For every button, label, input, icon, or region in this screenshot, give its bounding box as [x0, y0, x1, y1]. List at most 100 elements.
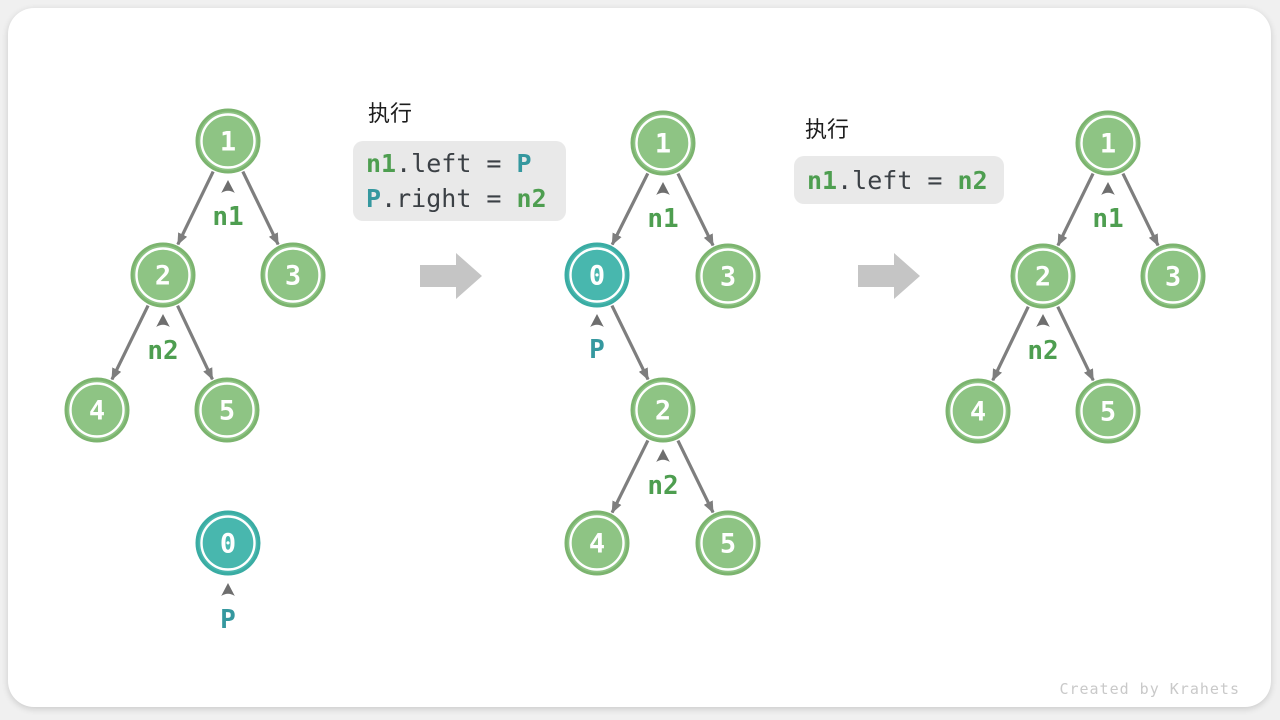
tree-node: 2: [630, 377, 696, 443]
node-ring: [569, 515, 625, 571]
tree-node: 3: [260, 242, 326, 308]
node-circle: [1075, 378, 1141, 444]
tree-edge: [676, 439, 715, 514]
node-circle: [695, 510, 761, 576]
node-value: 4: [970, 397, 986, 428]
pointer-caret-icon: [1101, 182, 1115, 195]
node-ring: [1080, 115, 1136, 171]
node-ring: [950, 383, 1006, 439]
pointer-caret-icon: [221, 583, 235, 596]
tree-node: 5: [1075, 378, 1141, 444]
node-circle: [1140, 243, 1206, 309]
node-circle: [1010, 243, 1076, 309]
node-value: 0: [589, 261, 605, 292]
flow-arrow-icon: [858, 253, 920, 299]
tree-node: 5: [194, 377, 260, 443]
node-value: 2: [1035, 262, 1051, 293]
pointer-caret-icon: [656, 182, 670, 195]
pointer-label: n1: [647, 204, 678, 234]
tree-node: 3: [1140, 243, 1206, 309]
node-ring: [635, 115, 691, 171]
tree-node: 4: [564, 510, 630, 576]
node-circle: [195, 510, 261, 576]
tree-node: 5: [695, 510, 761, 576]
node-value: 1: [1100, 129, 1116, 160]
tree-edge: [991, 305, 1030, 382]
tree-node: 4: [945, 378, 1011, 444]
node-circle: [195, 108, 261, 174]
node-ring: [135, 247, 191, 303]
pointer-label: n1: [1092, 204, 1123, 234]
node-value: 4: [589, 529, 605, 560]
node-value: 1: [655, 129, 671, 160]
node-ring: [265, 247, 321, 303]
node-ring: [700, 515, 756, 571]
node-value: 2: [155, 261, 171, 292]
tree-node: 0: [564, 242, 630, 308]
node-ring: [199, 382, 255, 438]
node-circle: [630, 377, 696, 443]
node-circle: [564, 242, 630, 308]
node-value: 1: [220, 127, 236, 158]
tree-edge: [610, 439, 650, 514]
watermark: Created by Krahets: [1059, 680, 1240, 698]
node-ring: [700, 248, 756, 304]
tree-node: 1: [1075, 110, 1141, 176]
pointer-caret-icon: [590, 314, 604, 327]
tree-edge: [1056, 172, 1095, 247]
tree-edge: [610, 304, 650, 381]
tree-edge: [176, 305, 214, 381]
pointer-caret-icon: [1036, 314, 1050, 327]
tree-node: 0: [195, 510, 261, 576]
tree-node: 1: [195, 108, 261, 174]
node-value: 3: [285, 261, 301, 292]
pointer-label: P: [220, 605, 236, 635]
node-circle: [260, 242, 326, 308]
node-value: 5: [1100, 397, 1116, 428]
pointer-caret-icon: [156, 314, 170, 327]
node-ring: [69, 382, 125, 438]
tree-edge: [110, 304, 150, 381]
tree-edge: [610, 172, 650, 246]
tree-edge: [1121, 172, 1160, 247]
node-value: 5: [219, 396, 235, 427]
tree-node: 2: [130, 242, 196, 308]
pointer-caret-icon: [656, 449, 670, 462]
node-circle: [130, 242, 196, 308]
node-circle: [564, 510, 630, 576]
node-value: 5: [720, 529, 736, 560]
tree-edge: [1056, 305, 1095, 382]
pointer-label: n2: [147, 336, 178, 366]
node-ring: [1080, 383, 1136, 439]
node-circle: [945, 378, 1011, 444]
node-value: 0: [220, 529, 236, 560]
node-ring: [200, 515, 256, 571]
pointer-label: n2: [1027, 336, 1058, 366]
node-circle: [64, 377, 130, 443]
flow-arrow-icon: [420, 253, 482, 299]
node-ring: [1145, 248, 1201, 304]
node-value: 2: [655, 396, 671, 427]
node-ring: [635, 382, 691, 438]
tree-edge: [241, 170, 280, 246]
node-ring: [569, 247, 625, 303]
tree-after: 1 2 3 4 5 n1 n2: [945, 110, 1206, 444]
pointer-label: n2: [647, 471, 678, 501]
tree-node: 1: [630, 110, 696, 176]
node-circle: [194, 377, 260, 443]
node-circle: [1075, 110, 1141, 176]
node-ring: [1015, 248, 1071, 304]
node-value: 3: [1165, 262, 1181, 293]
tree-node: 2: [1010, 243, 1076, 309]
pointer-caret-icon: [221, 180, 235, 193]
tree-node: 3: [695, 243, 761, 309]
node-circle: [695, 243, 761, 309]
pointer-label: P: [589, 335, 605, 365]
tree-edge: [176, 170, 215, 246]
node-value: 3: [720, 262, 736, 293]
node-ring: [200, 113, 256, 169]
